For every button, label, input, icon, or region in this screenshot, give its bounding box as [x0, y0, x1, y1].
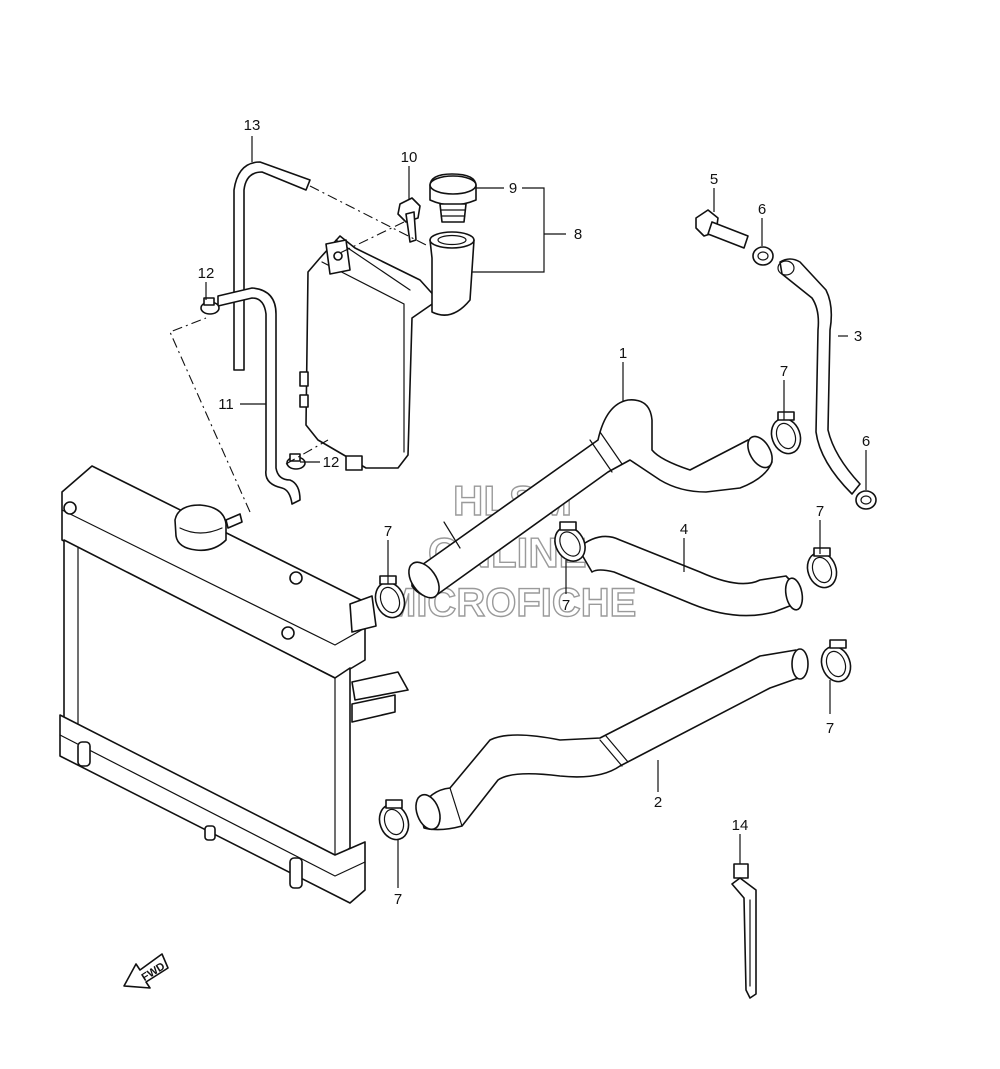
callout-6-lower: 6: [862, 433, 870, 450]
callout-12-lower: 12: [323, 454, 340, 471]
callout-labels: 13 10 9 8 5 6 3 6 1 7 12 11 12 7 7 4 7 7…: [198, 117, 871, 908]
callout-3: 3: [854, 328, 862, 345]
callout-8: 8: [574, 226, 582, 243]
callout-12-upper: 12: [198, 265, 215, 282]
leader-lines: [205, 136, 867, 888]
clamp-6b: [855, 490, 877, 510]
hose-clamp-7d: [806, 547, 838, 589]
association-lines: [169, 185, 429, 513]
callout-1: 1: [619, 345, 627, 362]
hose-clamp-7a: [770, 411, 802, 455]
callout-7-b: 7: [384, 523, 392, 540]
cable-tie-14: [731, 863, 757, 999]
bolt-5: [695, 209, 749, 249]
callout-7-e: 7: [826, 720, 834, 737]
callout-7-a: 7: [780, 363, 788, 380]
radiator: [59, 465, 409, 904]
hose-clamp-7f: [378, 799, 410, 841]
callout-2: 2: [654, 794, 662, 811]
clamp-12a: [200, 297, 220, 315]
fwd-direction-marker: FWD: [123, 953, 169, 989]
hose-clamp-7c: [554, 521, 586, 562]
callout-7-d: 7: [816, 503, 824, 520]
hose-3: [777, 258, 861, 495]
callout-9: 9: [509, 180, 517, 197]
clamp-6a: [752, 246, 774, 266]
callout-7-f: 7: [394, 891, 402, 908]
hose-11: [217, 287, 301, 505]
reservoir-cap-9: [429, 173, 477, 223]
callout-6-upper: 6: [758, 201, 766, 218]
bolt-10: [397, 197, 421, 243]
hose-13: [233, 161, 311, 371]
callout-7-c: 7: [562, 597, 570, 614]
callout-14: 14: [732, 817, 749, 834]
callout-13: 13: [244, 117, 261, 134]
callout-10: 10: [401, 149, 418, 166]
hose-1: [408, 399, 773, 599]
hose-4: [577, 535, 804, 617]
hose-2: [415, 648, 809, 831]
reservoir-tank: [299, 231, 475, 471]
hose-clamp-7e: [820, 639, 852, 683]
callout-4: 4: [680, 521, 688, 538]
callout-5: 5: [710, 171, 718, 188]
callout-11: 11: [218, 396, 234, 413]
